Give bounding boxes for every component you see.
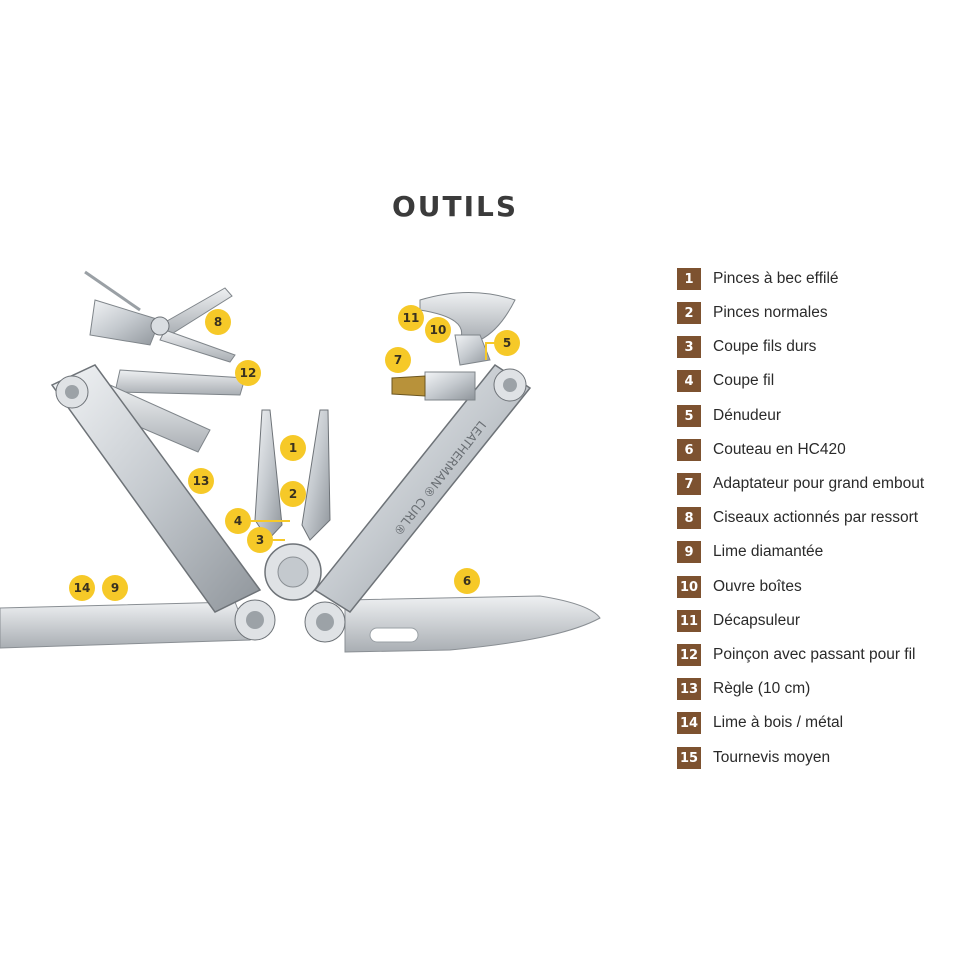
- knife-thumb-hole: [369, 627, 419, 643]
- legend-label: Coupe fil: [713, 372, 775, 389]
- legend-item: 6 Couteau en HC420: [677, 439, 846, 461]
- legend-label: Adaptateur pour grand embout: [713, 475, 925, 492]
- legend-number: 11: [677, 610, 701, 632]
- legend-number: 15: [677, 747, 701, 769]
- callout-5: 5: [494, 330, 520, 356]
- legend-item: 10 Ouvre boîtes: [677, 576, 802, 598]
- legend-label: Règle (10 cm): [713, 680, 811, 697]
- legend-number: 9: [677, 541, 701, 563]
- legend-item: 11 Décapsuleur: [677, 610, 800, 632]
- legend-item: 13 Règle (10 cm): [677, 678, 810, 700]
- callout-4: 4: [225, 508, 251, 534]
- legend-number: 1: [677, 268, 701, 290]
- callout-14: 14: [69, 575, 95, 601]
- callout-8: 8: [205, 309, 231, 335]
- legend-number: 7: [677, 473, 701, 495]
- legend-label: Pinces à bec effilé: [713, 270, 839, 287]
- legend-item: 4 Coupe fil: [677, 370, 774, 392]
- legend-label: Lime diamantée: [713, 543, 824, 560]
- legend-number: 4: [677, 370, 701, 392]
- callout-13: 13: [188, 468, 214, 494]
- awl-blade: [114, 369, 246, 396]
- can-opener: [419, 292, 516, 341]
- screwdriver-bit: [391, 375, 426, 397]
- legend-label: Coupe fils durs: [713, 338, 817, 355]
- legend-number: 8: [677, 507, 701, 529]
- legend-item: 15 Tournevis moyen: [677, 747, 830, 769]
- legend-label: Pinces normales: [713, 304, 828, 321]
- scissors-arm: [89, 299, 161, 346]
- callout-2: 2: [280, 481, 306, 507]
- plier-jaw-left: [254, 409, 283, 541]
- legend-number: 6: [677, 439, 701, 461]
- knife-blade: [344, 595, 601, 653]
- callout-12: 12: [235, 360, 261, 386]
- legend-number: 12: [677, 644, 701, 666]
- bottle-opener: [454, 334, 491, 366]
- legend-label: Tournevis moyen: [713, 749, 831, 766]
- legend-label: Décapsuleur: [713, 612, 801, 629]
- legend-number: 5: [677, 405, 701, 427]
- legend-number: 13: [677, 678, 701, 700]
- plier-jaw-right: [301, 409, 331, 541]
- callout-11: 11: [398, 305, 424, 331]
- legend-item: 5 Dénudeur: [677, 405, 781, 427]
- legend-item: 2 Pinces normales: [677, 302, 828, 324]
- bit-adapter: [424, 371, 476, 401]
- legend-label: Dénudeur: [713, 407, 782, 424]
- page-title: OUTILS: [392, 190, 519, 223]
- callout-3: 3: [247, 527, 273, 553]
- legend-item: 7 Adaptateur pour grand embout: [677, 473, 924, 495]
- callout-9: 9: [102, 575, 128, 601]
- legend-item: 9 Lime diamantée: [677, 541, 823, 563]
- legend-item: 14 Lime à bois / métal: [677, 712, 843, 734]
- legend-item: 8 Ciseaux actionnés par ressort: [677, 507, 918, 529]
- scissors-blade-bottom: [159, 329, 236, 363]
- legend-label: Ciseaux actionnés par ressort: [713, 509, 919, 526]
- legend-item: 12 Poinçon avec passant pour fil: [677, 644, 915, 666]
- callout-6: 6: [454, 568, 480, 594]
- file-blade-left: [0, 601, 251, 649]
- callout-10: 10: [425, 317, 451, 343]
- legend-number: 10: [677, 576, 701, 598]
- legend-label: Lime à bois / métal: [713, 714, 844, 731]
- legend-number: 2: [677, 302, 701, 324]
- legend-label: Ouvre boîtes: [713, 578, 802, 595]
- legend-label: Couteau en HC420: [713, 441, 846, 458]
- scissors-spring: [84, 270, 141, 312]
- legend-number: 14: [677, 712, 701, 734]
- legend-item: 1 Pinces à bec effilé: [677, 268, 839, 290]
- handle-left: [50, 364, 262, 613]
- legend-number: 3: [677, 336, 701, 358]
- callout-1: 1: [280, 435, 306, 461]
- legend-item: 3 Coupe fils durs: [677, 336, 816, 358]
- legend-label: Poinçon avec passant pour fil: [713, 646, 916, 663]
- callout-7: 7: [385, 347, 411, 373]
- handle-right: [313, 363, 532, 613]
